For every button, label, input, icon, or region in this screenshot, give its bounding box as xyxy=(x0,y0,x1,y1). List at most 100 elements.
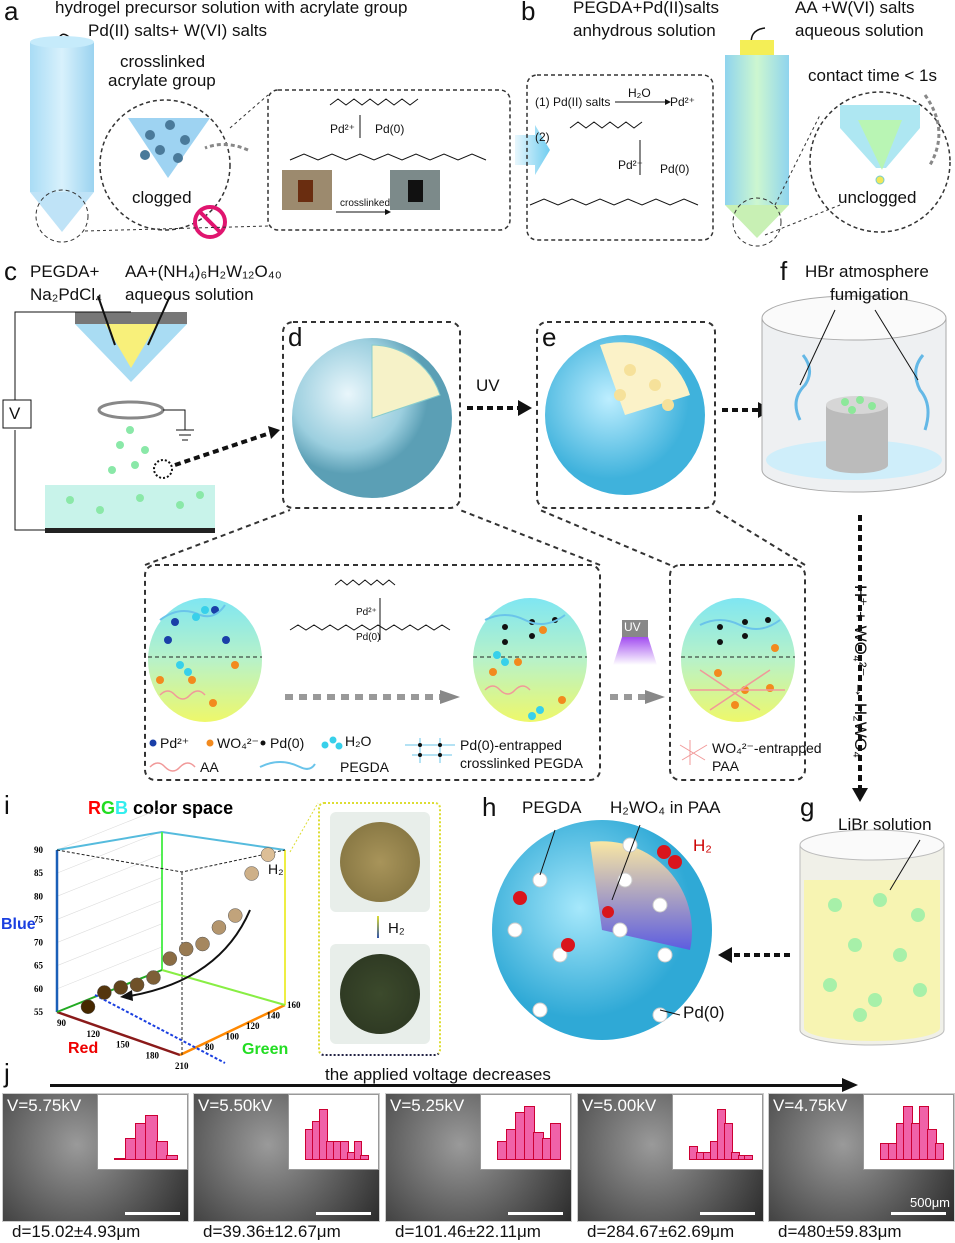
blue-tick: 75 xyxy=(34,914,44,924)
data-point xyxy=(228,908,243,923)
red-tick: 180 xyxy=(146,1050,160,1060)
panel-b-right-1: AA +W(VI) salts xyxy=(795,0,915,17)
scale-bar xyxy=(700,1212,755,1215)
pegda-label-h: PEGDA xyxy=(522,798,582,817)
panel-c-right-2: aqueous solution xyxy=(125,285,254,304)
size-histogram xyxy=(288,1094,379,1170)
h2wo4-label: H₂WO₄ in PAA xyxy=(610,798,721,817)
h2-label-h: H₂ xyxy=(693,836,712,855)
histogram-bar xyxy=(155,1140,168,1160)
title-b: B xyxy=(115,798,129,818)
red-tick: 120 xyxy=(87,1029,101,1039)
uv-arrow-label: UV xyxy=(476,376,500,395)
diameter-caption: d=101.46±22.11μm xyxy=(395,1222,541,1241)
data-point xyxy=(129,977,145,993)
diameter-caption: d=15.02±4.93μm xyxy=(12,1222,141,1241)
green-tick: 140 xyxy=(267,1011,281,1021)
voltage-label: V=5.00kV xyxy=(582,1096,657,1115)
pd0-label-a: Pd(0) xyxy=(375,122,405,136)
histogram-bar xyxy=(550,1123,562,1160)
panel-b-label: b xyxy=(521,0,536,26)
histogram-bar xyxy=(165,1154,179,1160)
blue-tick: 90 xyxy=(34,845,44,855)
scale-bar xyxy=(125,1212,180,1215)
green-tick: 100 xyxy=(226,1032,240,1042)
photo-after xyxy=(340,954,420,1034)
panel-f-label: f xyxy=(780,256,788,286)
blue-tick: 85 xyxy=(34,868,44,878)
scale-bar xyxy=(891,1212,946,1215)
histogram-bar xyxy=(339,1140,349,1160)
crosslinked-arrow-label: crosslinked xyxy=(340,198,391,209)
legend-aa: AA xyxy=(200,759,219,775)
panel-b-left-2: anhydrous solution xyxy=(573,21,716,40)
voltage-label: V=5.25kV xyxy=(390,1096,465,1115)
step2-label: (2) xyxy=(535,130,550,144)
pd0-label-b: Pd(0) xyxy=(660,162,690,176)
diameter-caption: d=480±59.83μm xyxy=(778,1222,902,1241)
gridline xyxy=(56,854,163,897)
gridline xyxy=(56,900,163,943)
panel-a-caption-1: hydrogel precursor solution with acrylat… xyxy=(55,0,408,17)
pd0-label-h: Pd(0) xyxy=(683,1003,725,1022)
size-histogram xyxy=(672,1094,763,1170)
blue-tick: 60 xyxy=(34,984,44,994)
panel-c-label: c xyxy=(4,256,17,286)
panel-g-label: g xyxy=(800,792,815,822)
size-histogram xyxy=(97,1094,188,1170)
legend-pegda: PEGDA xyxy=(340,759,390,775)
red-tick: 150 xyxy=(116,1040,130,1050)
title-rest: color space xyxy=(133,798,234,818)
clogged-label: clogged xyxy=(132,188,192,207)
scale-bar xyxy=(508,1212,563,1215)
gridline xyxy=(56,923,163,966)
panel-i-label: i xyxy=(4,790,10,820)
histogram-bar xyxy=(744,1154,754,1160)
scale-bar xyxy=(316,1212,371,1215)
panel-c-to-f-graphics xyxy=(2,295,947,802)
acrylate-group-label: acrylate group xyxy=(108,71,216,90)
histogram-bar xyxy=(145,1114,158,1160)
panel-d-label: d xyxy=(288,322,303,352)
histogram-bar xyxy=(353,1140,363,1160)
blue-tick: 80 xyxy=(34,891,44,901)
panel-f-caption-1: HBr atmosphere xyxy=(805,262,929,281)
legend-h2o: H₂O xyxy=(345,733,372,749)
data-point xyxy=(80,999,96,1014)
rgb-3d-scatter: 5560657075808590901201501802108010012014… xyxy=(34,802,319,1071)
panel-e-label: e xyxy=(542,322,557,352)
sem-panel: V=5.75kV xyxy=(2,1093,189,1222)
pd2-label-a: Pd²⁺ xyxy=(330,122,356,136)
histogram-bar xyxy=(934,1143,945,1160)
diameter-caption: d=39.36±12.67μm xyxy=(203,1222,341,1241)
gridline xyxy=(56,946,163,990)
red-axis-label: Red xyxy=(68,1040,99,1057)
data-point xyxy=(244,866,259,881)
voltage-arrow xyxy=(50,1084,845,1087)
panel-g-h-graphics xyxy=(492,820,945,1046)
green-tick: 160 xyxy=(287,1000,301,1010)
diameter-caption: d=284.67±62.69μm xyxy=(587,1222,735,1241)
voltage-label: V=5.50kV xyxy=(198,1096,273,1115)
data-point xyxy=(260,847,276,862)
panel-j-label: j xyxy=(4,1058,10,1088)
green-tick: 120 xyxy=(246,1021,260,1031)
pd2-label-b: Pd²⁺ xyxy=(670,95,696,109)
h2-chart-label: H₂ xyxy=(268,861,284,877)
gridline xyxy=(56,877,163,920)
legend-wo4-entrapped: WO₄²⁻-entrapped xyxy=(712,740,822,756)
photo-before xyxy=(340,822,420,902)
mechanism-scheme xyxy=(144,509,806,781)
sem-panel: V=5.25kV xyxy=(385,1093,572,1222)
sem-panel: V=5.50kV xyxy=(193,1093,380,1222)
scale-bar-label: 500μm xyxy=(910,1195,951,1210)
histogram-bar xyxy=(318,1109,328,1160)
panel-c-left-1: PEGDA+ xyxy=(30,262,100,281)
scheme-pd2-label: Pd²⁺ xyxy=(356,607,377,618)
legend-wo4: WO₄²⁻ xyxy=(217,735,259,751)
voltage-source-label: V xyxy=(9,404,21,423)
data-point xyxy=(113,980,128,995)
scheme-pd0-label: Pd(0) xyxy=(356,632,381,643)
data-point xyxy=(146,970,161,985)
